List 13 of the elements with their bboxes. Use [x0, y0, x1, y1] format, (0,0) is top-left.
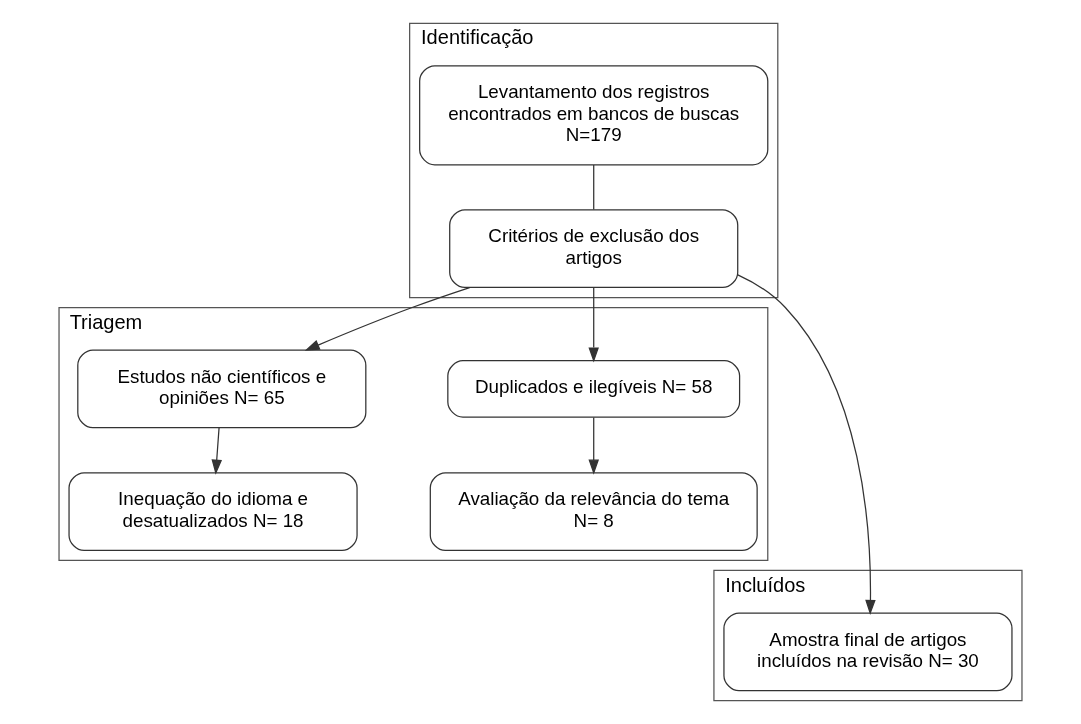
node-box: Estudos não científicos e opiniões N= 65	[77, 349, 367, 429]
connector	[593, 164, 595, 211]
node-box: Inequação do idioma e desatualizados N= 18	[68, 472, 358, 552]
arrow	[737, 274, 876, 615]
arrow	[588, 286, 599, 363]
arrow	[304, 287, 471, 351]
node-box: Duplicados e ilegíveis N= 58	[447, 360, 741, 418]
node-box: Critérios de exclusão dos artigos	[449, 209, 739, 289]
node-box: Avaliação da relevância do tema N= 8	[429, 472, 758, 552]
arrow	[588, 416, 599, 475]
node-box: Amostra final de artigos incluídos na revisão N= 30	[723, 612, 1013, 692]
node-box: Levantamento dos registros encontrados em bancos de buscas N=179	[419, 65, 769, 166]
arrow	[211, 427, 222, 475]
